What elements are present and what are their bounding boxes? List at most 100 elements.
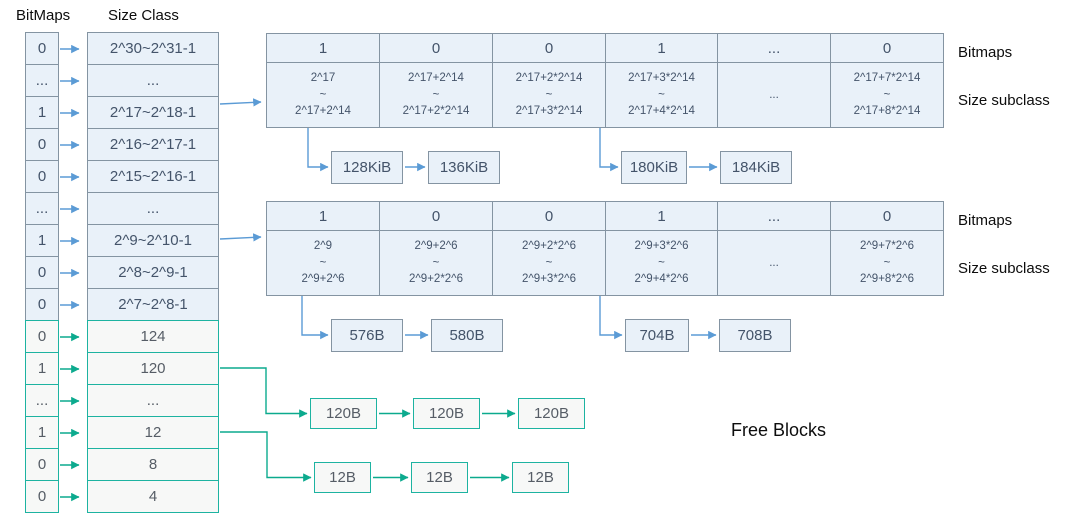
free-block-box: 128KiB (331, 151, 403, 184)
subclass-range-line: 2^17+2*2^14 (402, 105, 470, 118)
subclass-range-cell: 2^17+2^14~2^17+2*2^14 (379, 63, 493, 128)
subclass-bitmap-cell: 0 (379, 201, 493, 231)
size-class-cell: ... (87, 64, 219, 97)
subclass-bitmap-cell: 1 (266, 33, 380, 63)
subclass-range-line: 2^9+8*2^6 (860, 273, 914, 286)
free-block-box: 120B (518, 398, 585, 429)
subclass-bitmap-cell: 1 (605, 201, 718, 231)
size-subclass-row-label: Size subclass (958, 92, 1050, 109)
free-block-box: 184KiB (720, 151, 792, 184)
subclass-bitmap-cell: 0 (830, 201, 944, 231)
free-block-box: 120B (413, 398, 480, 429)
subclass-bitmap-cell: ... (717, 33, 831, 63)
bitmap-cell: 0 (25, 160, 59, 193)
bitmap-cell: 0 (25, 448, 59, 481)
size-class-cell: ... (87, 192, 219, 225)
subclass-range-cell: 2^9+2^6~2^9+2*2^6 (379, 231, 493, 296)
subclass-range-cell: 2^9~2^9+2^6 (266, 231, 380, 296)
subclass-range-line: ~ (658, 88, 665, 101)
free-block-box: 12B (411, 462, 468, 493)
chain-drop-connector (599, 296, 623, 340)
subclass-bitmap-cell: 0 (492, 33, 606, 63)
subclass-range-line: 2^17+3*2^14 (515, 105, 583, 118)
subclass-table-column: 0 2^9+2*2^6 ~2^9+3*2^6 (492, 201, 606, 296)
subclass-range-cell: ... (717, 231, 831, 296)
bitmap-cell: 0 (25, 256, 59, 289)
size-class-to-table2-arrow (219, 233, 262, 242)
bitmap-cell: 1 (25, 224, 59, 257)
bitmap-cell: ... (25, 192, 59, 225)
size-class-cell: 4 (87, 480, 219, 513)
subclass-range-line: ~ (883, 256, 891, 269)
free-block-box: 580B (431, 319, 503, 352)
chain-drop-connector (599, 128, 619, 172)
free-block-box: 704B (625, 319, 689, 352)
subclass-range-line: 2^17+7*2^14 (853, 71, 921, 84)
free-block-box: 12B (314, 462, 371, 493)
size-class-cell: 2^17~2^18-1 (87, 96, 219, 129)
bitmap-cell: 0 (25, 320, 59, 353)
subclass-bitmap-cell: 0 (379, 33, 493, 63)
bitmap-cell: 1 (25, 416, 59, 449)
subclass-range-line: 2^9+4*2^6 (634, 273, 689, 286)
subclass-range-line: ~ (432, 256, 440, 269)
subclass-range-line: 2^9+2*2^6 (522, 239, 576, 252)
subclass-range-line: ~ (658, 256, 665, 269)
size-class-cell: 8 (87, 448, 219, 481)
subclass-table-column: ...... (717, 33, 831, 128)
free-block-box: 180KiB (621, 151, 687, 184)
subclass-range-cell: 2^9+2*2^6 ~2^9+3*2^6 (492, 231, 606, 296)
subclass-range-line: 2^9+2*2^6 (409, 273, 463, 286)
subclass-range-line: ~ (545, 256, 553, 269)
bitmap-cell: 0 (25, 32, 59, 65)
subclass-bitmap-cell: 1 (605, 33, 718, 63)
subclass-range-line: 2^9+3*2^6 (522, 273, 576, 286)
subclass-range-line: ~ (432, 88, 440, 101)
size-class-cell: 2^30~2^31-1 (87, 32, 219, 65)
green-chain-connector (220, 431, 312, 482)
bitmap-cell: 0 (25, 288, 59, 321)
subclass-range-cell: 2^17+2*2^14~2^17+3*2^14 (492, 63, 606, 128)
chain-drop-connector (301, 296, 329, 340)
bitmaps-row-label: Bitmaps (958, 212, 1013, 229)
free-block-box: 708B (719, 319, 791, 352)
subclass-range-line: ~ (319, 256, 327, 269)
subclass-range-line: 2^17 (310, 71, 336, 84)
size-class-to-table1-arrow (219, 98, 262, 107)
size-class-cell: 12 (87, 416, 219, 449)
subclass-table-column: 1 2^17+3*2^14 ~2^17+4*2^14 (605, 33, 718, 128)
size-subclass-row-label: Size subclass (958, 260, 1050, 277)
bitmaps-row-label: Bitmaps (958, 44, 1013, 61)
size-class-cell: 120 (87, 352, 219, 385)
subclass-bitmap-cell: 0 (492, 201, 606, 231)
bitmap-cell: 0 (25, 128, 59, 161)
subclass-range-line: ... (769, 256, 779, 269)
size-class-cell: 2^9~2^10-1 (87, 224, 219, 257)
bitmap-cell: 1 (25, 96, 59, 129)
subclass-range-line: 2^17+2*2^14 (515, 71, 583, 84)
subclass-bitmap-cell: ... (717, 201, 831, 231)
subclass-range-cell: 2^17~2^17+2^14 (266, 63, 380, 128)
subclass-range-line: ~ (883, 88, 891, 101)
subclass-range-line: 2^17+4*2^14 (628, 105, 695, 118)
size-class-column-header: Size Class (108, 7, 179, 24)
free-block-box: 136KiB (428, 151, 500, 184)
free-blocks-label: Free Blocks (731, 420, 827, 440)
subclass-range-cell: 2^9+3*2^6 ~2^9+4*2^6 (605, 231, 718, 296)
subclass-range-cell: 2^17+7*2^14~2^17+8*2^14 (830, 63, 944, 128)
free-block-box: 576B (331, 319, 403, 352)
subclass-range-line: 2^17+3*2^14 (628, 71, 695, 84)
size-class-cell: ... (87, 384, 219, 417)
subclass-range-line: 2^9 (313, 239, 333, 252)
subclass-range-cell: ... (717, 63, 831, 128)
subclass-range-line: ~ (319, 88, 327, 101)
green-chain-connector (220, 367, 308, 418)
subclass-range-line: 2^9+3*2^6 (634, 239, 689, 252)
